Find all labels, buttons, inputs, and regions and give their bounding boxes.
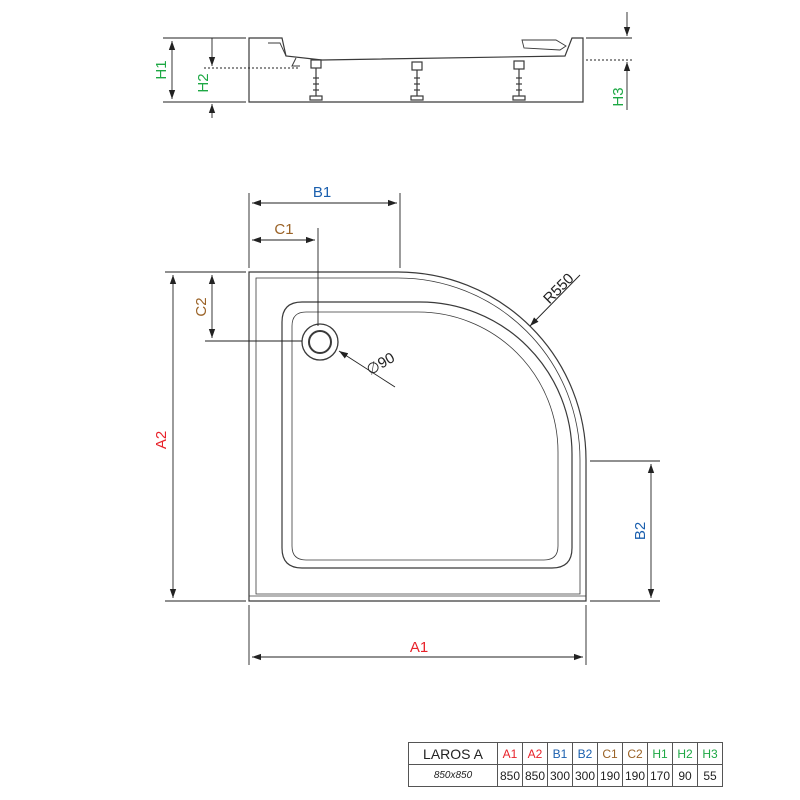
header-b2: B2	[572, 742, 598, 765]
label-h1: H1	[153, 60, 170, 79]
label-h3: H3	[610, 87, 627, 106]
value-h3: 55	[697, 764, 723, 787]
side-view	[248, 37, 584, 103]
value-b1: 300	[547, 764, 573, 787]
label-drain-diameter: ∅90	[364, 349, 398, 379]
spec-table: LAROS A A1 A2 B1 B2 C1 C2 H1 H2 H3 850x8…	[408, 742, 723, 787]
model-size: 850x850	[408, 764, 498, 787]
label-radius: R550	[540, 270, 577, 307]
drain-leader	[338, 350, 396, 388]
value-b2: 300	[572, 764, 598, 787]
tray-basin-inner	[291, 311, 559, 561]
side-view-inner-edge	[268, 42, 287, 57]
adjustable-leg	[512, 60, 526, 101]
value-h1: 170	[647, 764, 673, 787]
header-h1: H1	[647, 742, 673, 765]
value-h2: 90	[672, 764, 698, 787]
adjustable-leg	[309, 59, 323, 101]
tray-outline	[248, 271, 587, 602]
header-c2: C2	[622, 742, 648, 765]
adjustable-leg	[410, 61, 424, 101]
value-c2: 190	[622, 764, 648, 787]
side-view-drain	[291, 57, 300, 67]
label-b1: B1	[313, 184, 331, 201]
spec-table-value-row: 850x850 850 850 300 300 190 190 170 90 5…	[408, 764, 723, 787]
tray-basin	[281, 301, 573, 569]
drain-inner	[308, 330, 332, 354]
value-c1: 190	[597, 764, 623, 787]
label-h2: H2	[195, 73, 212, 92]
tray-outline-inner	[255, 277, 581, 595]
top-view-dimensions	[165, 193, 660, 665]
value-a2: 850	[522, 764, 548, 787]
drain-outer	[301, 323, 339, 361]
header-c1: C1	[597, 742, 623, 765]
header-h2: H2	[672, 742, 698, 765]
side-view-dimensions	[163, 12, 632, 118]
header-a1: A1	[497, 742, 523, 765]
label-a1: A1	[410, 639, 428, 656]
value-a1: 850	[497, 764, 523, 787]
header-h3: H3	[697, 742, 723, 765]
model-name: LAROS A	[408, 742, 498, 765]
label-c2: C2	[193, 297, 210, 316]
label-c1: C1	[274, 221, 293, 238]
label-a2: A2	[153, 431, 170, 449]
header-b1: B1	[547, 742, 573, 765]
label-b2: B2	[632, 522, 649, 540]
spec-table-header-row: LAROS A A1 A2 B1 B2 C1 C2 H1 H2 H3	[408, 742, 723, 765]
radius-leader	[529, 274, 581, 327]
top-view	[248, 271, 587, 602]
header-a2: A2	[522, 742, 548, 765]
